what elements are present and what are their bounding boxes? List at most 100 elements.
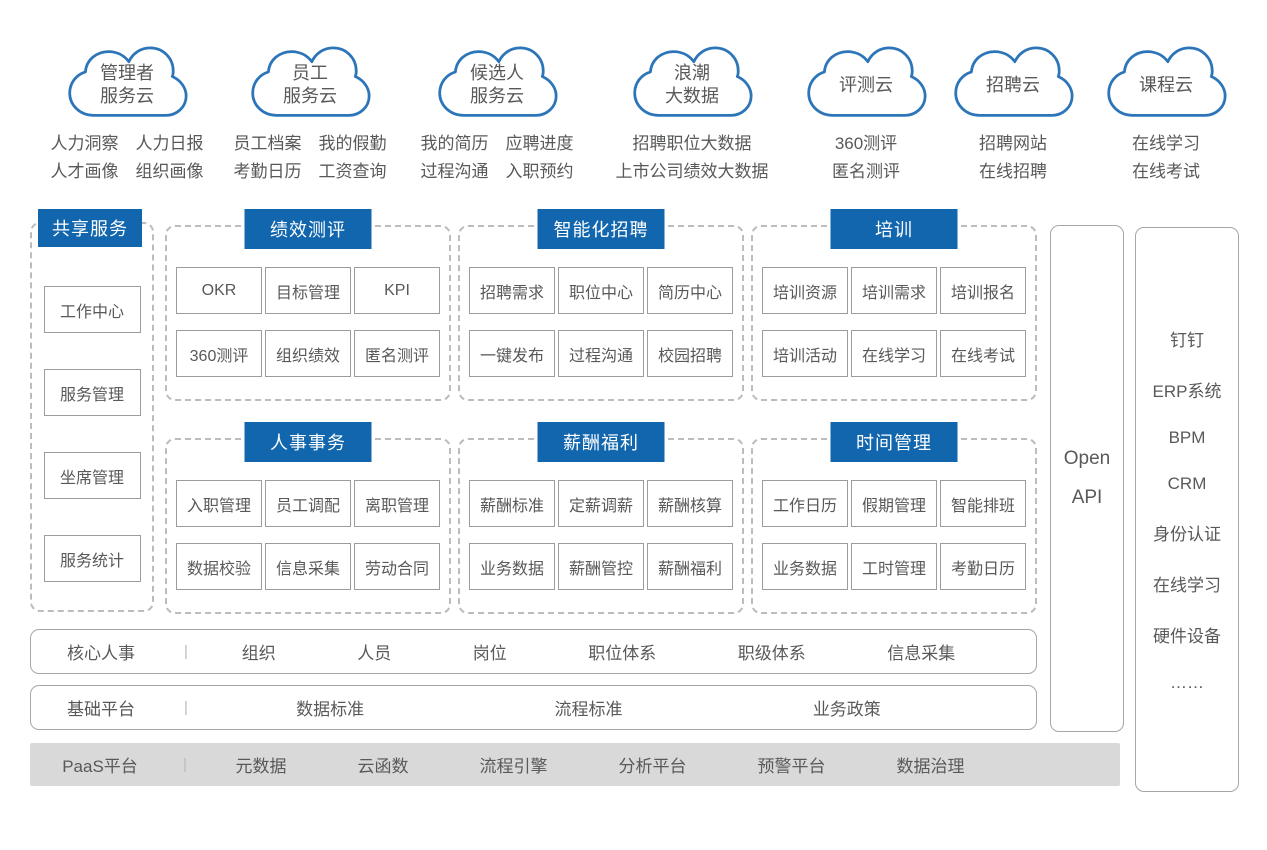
module-cell: 培训活动 <box>762 330 848 377</box>
module-compensation-benefits: 薪酬福利 薪酬标准 定薪调薪 薪酬核算 业务数据 薪酬管控 薪酬福利 <box>458 422 744 614</box>
module-header: 时间管理 <box>830 422 958 462</box>
cloud-icon <box>68 46 188 117</box>
cloud-title: 课程云 <box>1066 47 1266 123</box>
cloud-features: 人力洞察 人力日报 人才画像 组织画像 <box>27 130 227 186</box>
cloud-features: 招聘网站 在线招聘 <box>913 130 1113 186</box>
cloud-feature-line: 招聘职位大数据 <box>632 134 752 153</box>
row-divider: | <box>183 756 187 773</box>
module-cell: 数据校验 <box>176 543 262 590</box>
module-header: 人事事务 <box>244 422 372 462</box>
module-header: 薪酬福利 <box>537 422 665 462</box>
cloud-feature-line: 过程沟通 入职预约 <box>420 162 574 181</box>
module-cell: 员工调配 <box>265 480 351 527</box>
module-cell: 在线学习 <box>851 330 937 377</box>
cloud-title-line2: 服务云 <box>283 86 337 106</box>
cloud-feature-line: 员工档案 我的假勤 <box>233 134 387 153</box>
shared-service-cell: 服务统计 <box>43 535 141 582</box>
module-cells: 培训资源 培训需求 培训报名 培训活动 在线学习 在线考试 <box>753 267 1035 377</box>
module-cell: 入职管理 <box>176 480 262 527</box>
cloud-title: 招聘云 <box>913 47 1113 123</box>
cloud-title-line1: 课程云 <box>1139 74 1193 95</box>
module-cell: 业务数据 <box>762 543 848 590</box>
cloud-title-line2: 服务云 <box>470 86 524 106</box>
module-cell: 业务数据 <box>469 543 555 590</box>
cloud-features: 我的简历 应聘进度 过程沟通 入职预约 <box>397 130 597 186</box>
cloud-candidate-service: 候选人 服务云 我的简历 应聘进度 过程沟通 入职预约 <box>397 45 597 186</box>
module-cell: 薪酬标准 <box>469 480 555 527</box>
row-item: 人员 <box>357 644 392 663</box>
shared-services-items: 工作中心 服务管理 坐席管理 服务统计 <box>32 286 152 582</box>
cloud-feature-line: 360测评 <box>834 134 898 153</box>
cloud-feature-line: 人力洞察 人力日报 <box>50 134 204 153</box>
row-item: 组织 <box>241 644 276 663</box>
module-time-management: 时间管理 工作日历 假期管理 智能排班 业务数据 工时管理 考勤日历 <box>751 422 1037 614</box>
integration-item: 钉钉 <box>1170 331 1204 350</box>
cloud-features: 招聘职位大数据 上市公司绩效大数据 <box>592 130 792 186</box>
module-cell: 目标管理 <box>265 267 351 314</box>
cloud-icon <box>954 46 1074 117</box>
integration-item: ERP系统 <box>1152 382 1222 401</box>
shared-service-cell: 工作中心 <box>43 286 141 333</box>
cloud-icon <box>1107 46 1227 117</box>
cloud-icon <box>251 46 371 117</box>
open-api-line2: API <box>1071 487 1103 508</box>
cloud-title-line1: 管理者 <box>100 63 154 83</box>
cloud-feature-line: 在线学习 <box>1132 134 1200 153</box>
cloud-title: 浪潮 大数据 <box>592 47 792 123</box>
module-cell: 在线考试 <box>940 330 1026 377</box>
row-item: 信息采集 <box>887 644 956 663</box>
row-item: 元数据 <box>235 757 287 776</box>
cloud-inspur-bigdata: 浪潮 大数据 招聘职位大数据 上市公司绩效大数据 <box>592 45 792 186</box>
platform-row-paas: PaaS平台 | 元数据 云函数 流程引擎 分析平台 预警平台 数据治理 <box>30 743 1120 786</box>
row-item: 流程标准 <box>554 700 623 719</box>
integration-item: BPM <box>1168 428 1206 447</box>
module-cell: 工时管理 <box>851 543 937 590</box>
module-cell: 匿名测评 <box>354 330 440 377</box>
cloud-title-line1: 招聘云 <box>986 74 1040 95</box>
row-label: 核心人事 <box>67 644 135 663</box>
row-item: 职位体系 <box>588 644 657 663</box>
module-cell: 培训资源 <box>762 267 848 314</box>
module-cells: 入职管理 员工调配 离职管理 数据校验 信息采集 劳动合同 <box>167 480 449 590</box>
cloud-course: 课程云 在线学习 在线考试 <box>1066 45 1266 186</box>
integration-item: 身份认证 <box>1153 525 1221 544</box>
row-item: 流程引擎 <box>479 757 548 776</box>
cloud-recruiting: 招聘云 招聘网站 在线招聘 <box>913 45 1113 186</box>
platform-row-base-platform: 基础平台 | 数据标准 流程标准 业务政策 <box>30 685 1037 730</box>
module-cells: 薪酬标准 定薪调薪 薪酬核算 业务数据 薪酬管控 薪酬福利 <box>460 480 742 590</box>
cloud-assessment: 评测云 360测评 匿名测评 <box>766 45 966 186</box>
module-cell: 劳动合同 <box>354 543 440 590</box>
cloud-icon <box>633 46 753 117</box>
cloud-title-line1: 浪潮 <box>674 63 710 83</box>
module-cell: 简历中心 <box>647 267 733 314</box>
module-cell: OKR <box>176 267 262 314</box>
row-item: 数据标准 <box>296 700 365 719</box>
cloud-title: 评测云 <box>766 47 966 123</box>
platform-row-core-hr: 核心人事 | 组织 人员 岗位 职位体系 职级体系 信息采集 <box>30 629 1037 674</box>
module-cell: 薪酬核算 <box>647 480 733 527</box>
module-smart-recruiting: 智能化招聘 招聘需求 职位中心 简历中心 一键发布 过程沟通 校园招聘 <box>458 209 744 401</box>
module-header: 绩效测评 <box>244 209 372 249</box>
cloud-title-line1: 员工 <box>292 63 328 83</box>
row-label: 基础平台 <box>67 700 135 719</box>
module-cell: 考勤日历 <box>940 543 1026 590</box>
module-cell: 校园招聘 <box>647 330 733 377</box>
module-cell: 定薪调薪 <box>558 480 644 527</box>
integration-item: 在线学习 <box>1153 576 1221 595</box>
module-personnel-affairs: 人事事务 入职管理 员工调配 离职管理 数据校验 信息采集 劳动合同 <box>165 422 451 614</box>
shared-services-header: 共享服务 <box>38 209 142 247</box>
module-cell: 假期管理 <box>851 480 937 527</box>
cloud-title-line2: 服务云 <box>100 86 154 106</box>
module-cell: 组织绩效 <box>265 330 351 377</box>
module-header: 智能化招聘 <box>537 209 665 249</box>
module-cell: 360测评 <box>176 330 262 377</box>
cloud-feature-line: 上市公司绩效大数据 <box>615 162 769 181</box>
cloud-title-line1: 评测云 <box>839 74 893 95</box>
module-cell: 薪酬福利 <box>647 543 733 590</box>
integration-item: CRM <box>1167 474 1207 493</box>
cloud-title-line2: 大数据 <box>665 86 719 106</box>
cloud-features: 在线学习 在线考试 <box>1066 130 1266 186</box>
module-cell: 职位中心 <box>558 267 644 314</box>
row-item: 业务政策 <box>812 700 881 719</box>
